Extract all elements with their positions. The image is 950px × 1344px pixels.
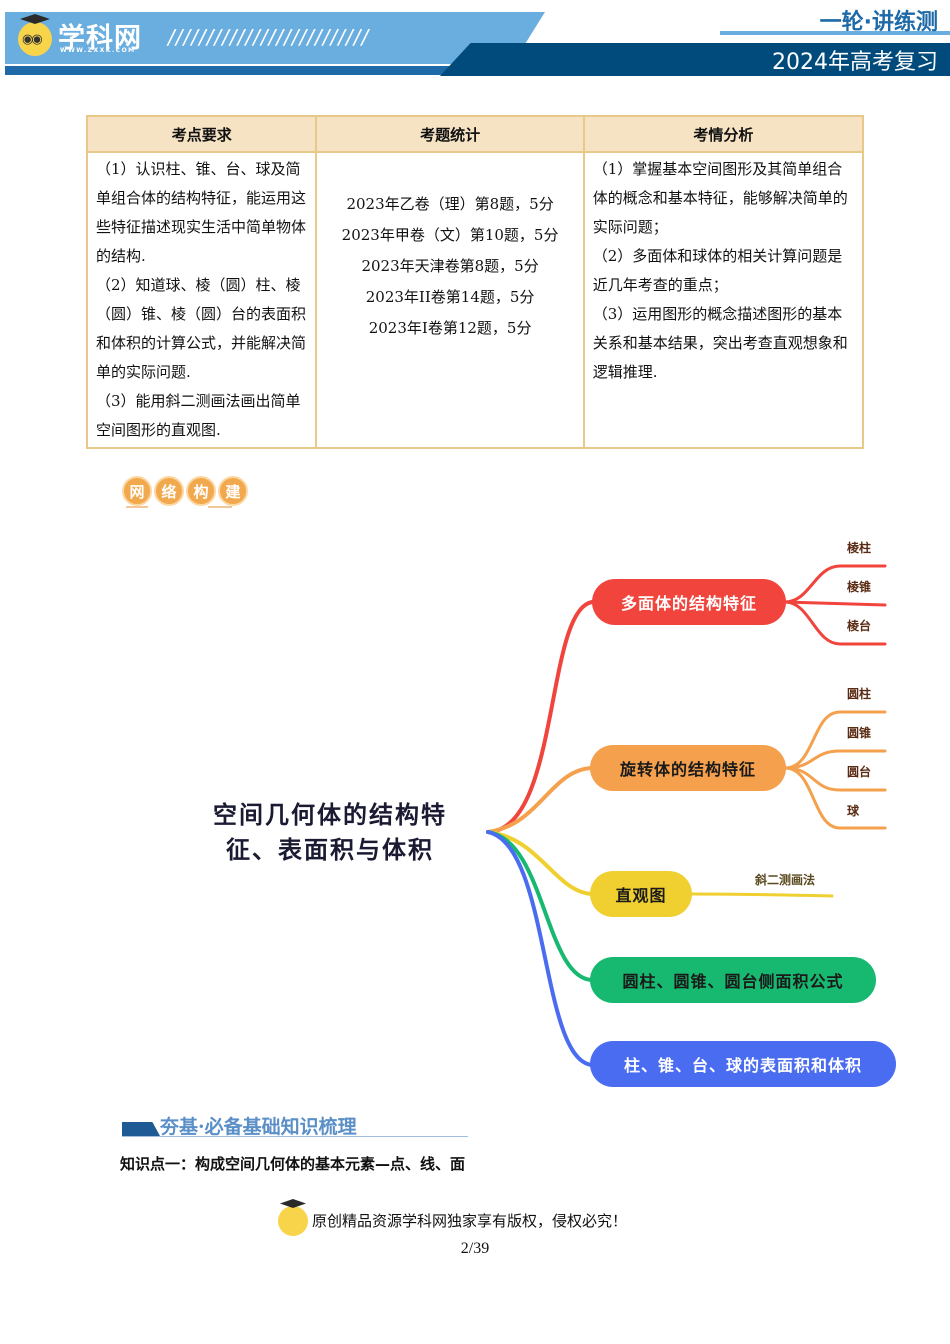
requirement-item: （2）知道球、棱（圆）柱、棱（圆）锥、棱（圆）台的表面积和体积的计算公式，并能解… [96,276,307,381]
header-decoration: ////////////////////////// [168,25,370,49]
branch-label: 柱、锥、台、球的表面积和体积 [623,1056,862,1075]
mindmap-central-topic: 空间几何体的结构特 征、表面积与体积 [195,798,465,868]
badge-underline [208,506,232,508]
mindmap-connectors [486,564,887,1067]
column-header: 考点要求 [85,115,318,153]
header-stripe [5,66,485,75]
requirements-cell: （1）认识柱、锥、台、球及简单组合体的结构特征，能运用这些特征描述现实生活中简单… [85,151,318,449]
table-header-row: 考点要求 考题统计 考情分析 [85,115,865,153]
branch-label: 圆柱、圆锥、圆台侧面积公式 [622,972,844,991]
central-line: 征、表面积与体积 [226,836,434,864]
branch-polyhedron[interactable]: 多面体的结构特征 [592,579,786,625]
leaf-node[interactable]: 球 [847,804,860,818]
logo-mascot-icon [18,22,52,56]
badge-underline [126,506,148,508]
branch-solid-of-revolution[interactable]: 旋转体的结构特征 [590,745,786,791]
requirement-item: （3）能用斜二测画法画出简单空间图形的直观图. [96,392,301,439]
column-header: 考题统计 [315,115,585,153]
footer-mascot-icon [278,1206,308,1236]
header-banner [5,12,545,64]
analysis-item: （1）掌握基本空间图形及其简单组合体的概念和基本特征，能够解决简单的实际问题； [592,160,848,236]
branch-label: 旋转体的结构特征 [619,760,756,779]
branch-lateral-area-formula[interactable]: 圆柱、圆锥、圆台侧面积公式 [590,957,876,1003]
badge-char: 网 [122,476,152,506]
leaf-node[interactable]: 棱锥 [847,580,872,594]
branch-label: 直观图 [615,886,667,905]
leaf-node[interactable]: 圆柱 [847,687,872,701]
statistic-item: 2023年甲卷（文）第10题，5分 [341,226,559,244]
section-divider [122,1136,468,1137]
header-dark-band [440,43,950,76]
leaf-node[interactable]: 棱台 [847,619,872,633]
series-title: 一轮·讲练测 [819,10,938,35]
statistic-item: 2023年I卷第12题，5分 [368,319,532,337]
branch-intuitive-diagram[interactable]: 直观图 [590,871,692,917]
analysis-item: （3）运用图形的概念描述图形的基本关系和基本结果，突出考查直观想象和逻辑推理. [592,305,848,381]
badge-char: 建 [218,476,248,506]
logo-url: WWW.ZXXK.COM [60,47,136,54]
graduation-cap-icon [280,1199,306,1208]
leaf-node[interactable]: 棱柱 [847,541,872,555]
mascot-glasses-icon: ◉◉ [22,32,43,47]
year-label: 2024年高考复习 [772,50,938,75]
statistic-item: 2023年天津卷第8题，5分 [361,257,539,275]
badge-char: 构 [186,476,216,506]
leaf-node[interactable]: 斜二测画法 [755,873,816,887]
graduation-cap-icon [20,14,50,24]
statistics-cell: 2023年乙卷（理）第8题，5分 2023年甲卷（文）第10题，5分 2023年… [315,151,585,449]
copyright-notice: 原创精品资源学科网独家享有版权，侵权必究！ [312,1212,628,1230]
analysis-cell: （1）掌握基本空间图形及其简单组合体的概念和基本特征，能够解决简单的实际问题； … [582,151,865,449]
statistic-item: 2023年II卷第14题，5分 [365,288,535,306]
central-line: 空间几何体的结构特 [213,801,447,829]
exam-requirements-table: 考点要求 考题统计 考情分析 （1）认识柱、锥、台、球及简单组合体的结构特征，能… [85,115,865,449]
section-title: 夯基·必备基础知识梳理 [160,1116,357,1138]
analysis-item: （2）多面体和球体的相关计算问题是近几年考查的重点； [592,247,843,294]
table-row: （1）认识柱、锥、台、球及简单组合体的结构特征，能运用这些特征描述现实生活中简单… [85,151,865,449]
leaf-node[interactable]: 圆锥 [847,726,872,740]
badge-char: 络 [154,476,184,506]
logo-text: 学科网 [58,23,142,54]
section-marker [122,1122,160,1136]
page-number: 2/39 [460,1240,490,1257]
column-header: 考情分析 [582,115,865,153]
branch-label: 多面体的结构特征 [620,594,757,613]
header-accent-line [720,31,950,35]
requirement-item: （1）认识柱、锥、台、球及简单组合体的结构特征，能运用这些特征描述现实生活中简单… [96,160,307,265]
statistic-item: 2023年乙卷（理）第8题，5分 [346,195,554,213]
branch-surface-area-volume[interactable]: 柱、锥、台、球的表面积和体积 [590,1041,896,1087]
leaf-node[interactable]: 圆台 [847,765,872,779]
network-build-badge: 网 络 构 建 [122,476,248,506]
knowledge-point-heading: 知识点一：构成空间几何体的基本元素—点、线、面 [120,1155,466,1173]
